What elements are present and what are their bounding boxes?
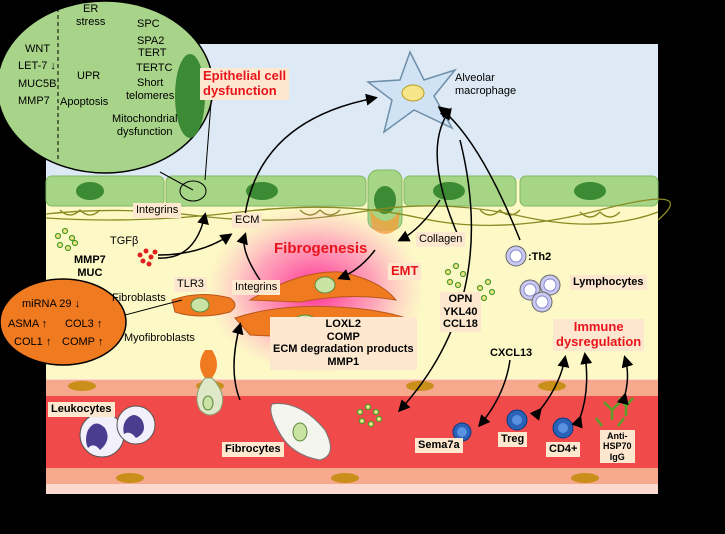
inset-upr: UPR — [77, 70, 101, 82]
title-immune-dysregulation: Immune dysregulation — [553, 319, 645, 351]
bidirectional-arrows — [529, 352, 634, 429]
inset-spc: SPC — [137, 18, 160, 30]
granule-cluster-vessel — [356, 403, 383, 428]
label-fibroblasts: Fibroblasts — [112, 292, 166, 304]
fibrocyte-cell — [270, 403, 331, 461]
inset-wnt: WNT — [25, 43, 51, 55]
label-treg: Treg — [498, 432, 528, 447]
label-collagen: Collagen — [416, 232, 466, 247]
granule-cluster-mid — [444, 262, 496, 302]
pathway-arrows — [157, 93, 521, 428]
label-tlr3: TLR3 — [174, 277, 207, 292]
panel-comp: COMP ↑ — [62, 336, 104, 348]
panel-col1: COL1 ↑ — [14, 336, 52, 348]
orange-panel — [0, 278, 127, 366]
leukocyte-cells — [79, 405, 156, 458]
label-anti-hsp70-igg: Anti- HSP70 IgG — [600, 430, 635, 464]
alveolar-macrophage — [365, 50, 458, 134]
label-th2: :Th2 — [528, 251, 552, 263]
inset-er-stress: ER stress — [76, 3, 106, 28]
label-alveolar-macrophage: Alveolar macrophage — [455, 72, 517, 97]
inset-apoptosis: Apoptosis — [60, 96, 109, 108]
inset-muc5b: MUC5B — [18, 78, 57, 90]
panel-asma: ASMA ↑ — [8, 318, 48, 330]
panel-mirna29: miRNA 29 ↓ — [22, 298, 81, 310]
label-mmp7-muc: MMP7 MUC — [74, 254, 106, 279]
title-emt: EMT — [388, 263, 422, 280]
epithelium-layer — [45, 169, 659, 234]
inset-let7: LET-7 ↓ — [18, 60, 56, 72]
label-fibrocytes: Fibrocytes — [222, 442, 284, 457]
label-ecm: ECM — [232, 213, 263, 228]
label-cd4: CD4+ — [546, 442, 581, 457]
label-lymphocytes: Lymphocytes — [570, 275, 647, 290]
lymphocyte-cells — [505, 245, 561, 313]
inset-mito: Mitochondrial dysfunction — [112, 113, 178, 138]
inset-short-telomeres: Short telomeres — [126, 77, 175, 102]
title-epithelial-dysfunction: Epithelial cell dysfunction — [200, 68, 290, 100]
transmigrating-cell — [196, 350, 224, 416]
label-loxl2-comp: LOXL2 COMP ECM degradation products MMP1 — [270, 317, 417, 370]
panel-col3: COL3 ↑ — [65, 318, 103, 330]
title-fibrogenesis: Fibrogenesis — [274, 240, 368, 257]
label-integrins-top: Integrins — [133, 203, 182, 218]
label-myofibroblasts: Myofibroblasts — [124, 332, 195, 344]
label-cxcl13: CXCL13 — [490, 347, 533, 359]
label-sema7a: Sema7a — [415, 438, 463, 453]
granule-cluster-left — [54, 227, 79, 252]
inset-tertc: TERTC — [136, 62, 173, 74]
inset-tert: TERT — [138, 47, 167, 59]
label-tgfb: TGFβ — [110, 235, 139, 247]
tgf-beta-granules — [137, 248, 158, 267]
inset-mmp7: MMP7 — [18, 95, 50, 107]
label-opn-ykl40-ccl18: OPN YKL40 CCL18 — [440, 292, 481, 332]
inset-spa2: SPA2 — [137, 35, 165, 47]
label-integrins-mid: Integrins — [232, 280, 281, 295]
label-leukocytes: Leukocytes — [48, 402, 115, 417]
